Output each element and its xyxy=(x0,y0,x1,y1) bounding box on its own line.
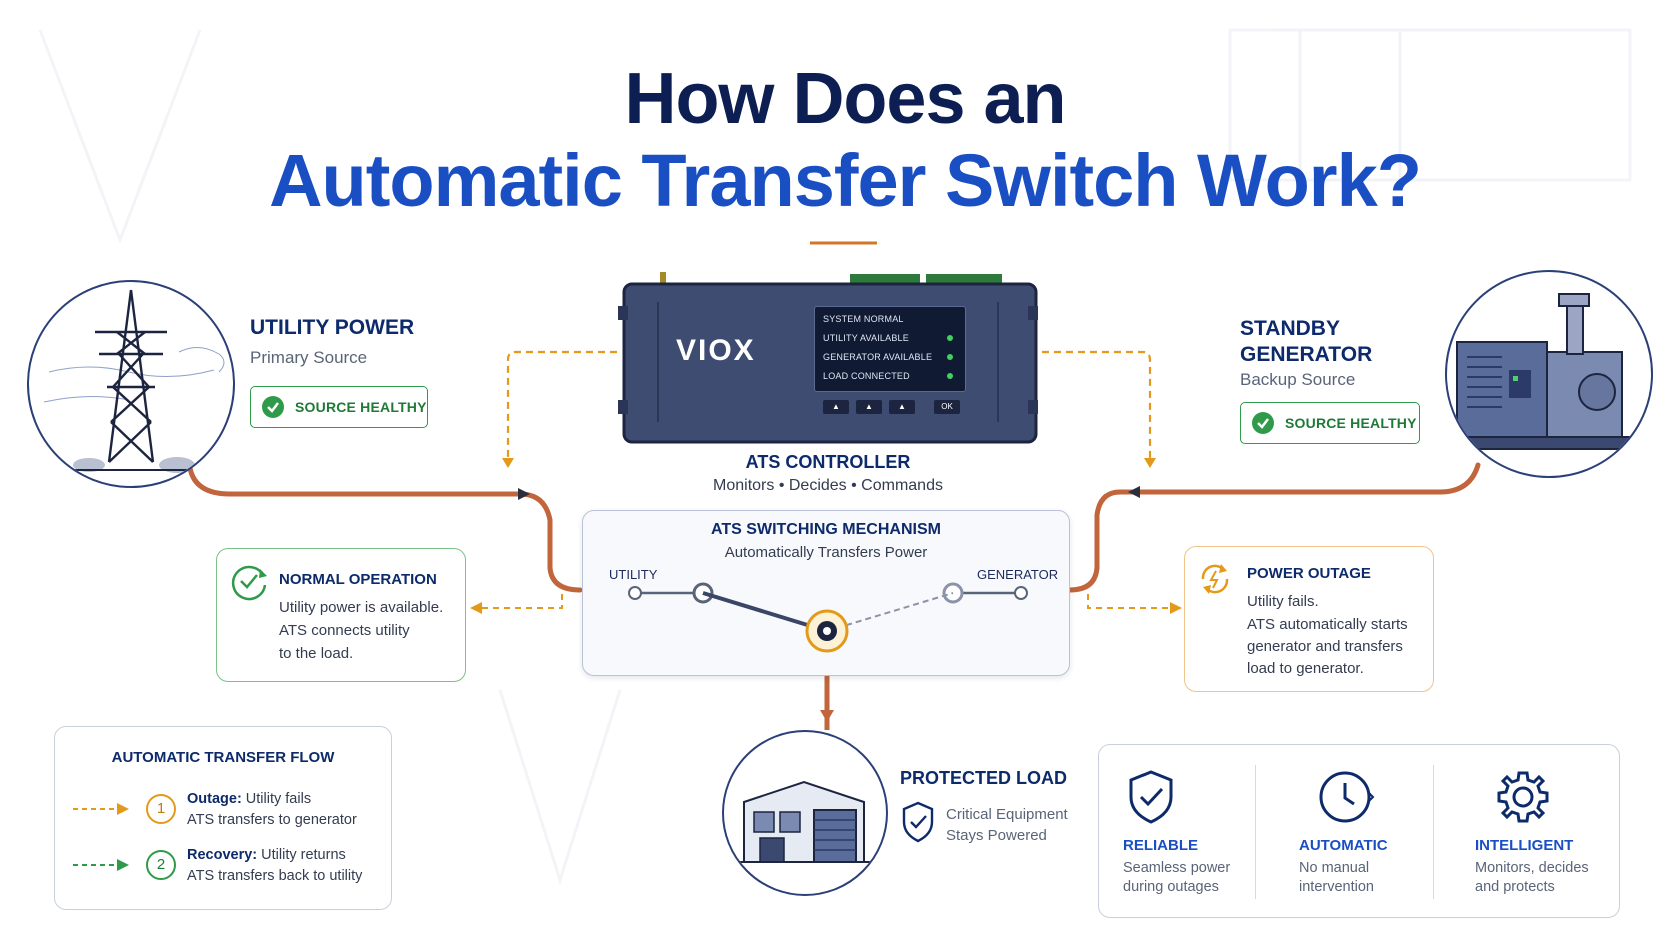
transmission-tower-icon xyxy=(43,289,225,473)
controller-button-3[interactable]: ▲ xyxy=(889,400,915,414)
gear-icon xyxy=(1497,771,1549,823)
feature-automatic-text: No manual intervention xyxy=(1299,859,1374,897)
power-outage-line-1: Utility fails. xyxy=(1247,593,1319,610)
switching-mechanism-card: ATS SWITCHING MECHANISM Automatically Tr… xyxy=(582,510,1070,676)
flow-step-2-number: 2 xyxy=(156,856,166,873)
controller-caption: Monitors • Decides • Commands xyxy=(713,477,943,494)
shield-check-icon xyxy=(1129,770,1173,824)
utility-tower-illustration xyxy=(27,280,235,488)
clock-icon xyxy=(1319,771,1375,823)
generator-cable xyxy=(1067,462,1481,593)
title-line-2: Automatic Transfer Switch Work? xyxy=(269,139,1422,222)
protected-load-heading: PROTECTED LOAD xyxy=(900,768,1068,788)
protected-load-text: Critical Equipment Stays Powered xyxy=(946,804,1068,846)
generator-heading-line-1: STANDBY xyxy=(1240,317,1340,340)
controller-screen: SYSTEM NORMAL UTILITY AVAILABLE GENERATO… xyxy=(814,306,966,392)
feature-reliable-text: Seamless power during outages xyxy=(1123,859,1230,897)
protected-load-illustration xyxy=(722,730,888,896)
flow-step-1-bold: Outage: xyxy=(187,791,242,807)
screen-line-2: UTILITY AVAILABLE xyxy=(823,333,909,343)
controller-button-1[interactable]: ▲ xyxy=(823,400,849,414)
feature-intelligent-text: Monitors, decides and protects xyxy=(1475,859,1589,897)
check-cycle-icon xyxy=(231,565,267,601)
features-divider xyxy=(1433,765,1434,899)
utility-cable xyxy=(187,465,583,593)
mechanism-subtitle: Automatically Transfers Power xyxy=(724,544,928,561)
feature-automatic-title: AUTOMATIC xyxy=(1299,837,1388,854)
protected-load-line-2: Stays Powered xyxy=(946,827,1047,844)
normal-operation-line-3: to the load. xyxy=(279,645,354,662)
feature-intelligent-line-1: Monitors, decides xyxy=(1475,860,1589,876)
flow-step-2-line-2: ATS transfers back to utility xyxy=(187,868,363,884)
generator-heading-line-2: GENERATOR xyxy=(1240,343,1373,366)
flow-step-1-line-2: ATS transfers to generator xyxy=(187,812,357,828)
ats-controller-device: VIOX SYSTEM NORMAL UTILITY AVAILABLE GEN… xyxy=(618,272,1038,444)
power-outage-line-3: generator and transfers xyxy=(1247,638,1403,655)
status-led-icon xyxy=(947,335,953,341)
screen-line-4: LOAD CONNECTED xyxy=(823,371,910,381)
protected-load-line-1: Critical Equipment xyxy=(946,806,1068,823)
utility-status-badge: SOURCE HEALTHY xyxy=(250,386,428,428)
ctrl-arrow-right xyxy=(1042,350,1152,460)
generator-subtitle: Backup Source xyxy=(1240,370,1356,389)
check-circle-icon xyxy=(262,396,284,418)
flow-step-2-bold: Recovery: xyxy=(187,847,258,863)
normal-operation-card: NORMAL OPERATION Utility power is availa… xyxy=(216,548,466,682)
features-divider xyxy=(1255,765,1256,899)
title-line-1: How Does an xyxy=(624,59,1066,139)
utility-badge-label: SOURCE HEALTHY xyxy=(295,399,427,415)
power-outage-line-2: ATS automatically starts xyxy=(1247,616,1408,633)
screen-line-1: SYSTEM NORMAL xyxy=(823,314,904,324)
flow-step-2: Recovery: Utility returns ATS transfers … xyxy=(187,845,362,887)
normal-operation-line-2: ATS connects utility xyxy=(279,622,410,639)
generator-icon xyxy=(1451,293,1638,450)
transfer-flow-card: AUTOMATIC TRANSFER FLOW 1 2 Outage: Util… xyxy=(54,726,392,910)
generator-heading: STANDBY GENERATOR xyxy=(1240,316,1372,368)
normal-operation-title: NORMAL OPERATION xyxy=(279,571,437,588)
generator-illustration xyxy=(1445,270,1653,478)
feature-automatic-line-1: No manual xyxy=(1299,860,1370,876)
building-icon xyxy=(734,780,876,863)
flow-step-2-rest: Utility returns xyxy=(257,847,346,863)
normal-operation-line-1: Utility power is available. xyxy=(279,599,444,616)
utility-heading: UTILITY POWER xyxy=(250,316,415,339)
ctrl-arrow-left xyxy=(506,350,617,460)
feature-intelligent-line-2: and protects xyxy=(1475,879,1555,895)
power-transfer-icon xyxy=(1201,564,1229,594)
status-led-icon xyxy=(947,373,953,379)
controller-button-2[interactable]: ▲ xyxy=(856,400,882,414)
flow-step-1-rest: Utility fails xyxy=(241,791,312,807)
feature-reliable-line-2: during outages xyxy=(1123,879,1219,895)
screen-line-3: GENERATOR AVAILABLE xyxy=(823,352,933,362)
power-outage-title: POWER OUTAGE xyxy=(1247,565,1371,582)
features-card: RELIABLE Seamless power during outages A… xyxy=(1098,744,1620,918)
status-led-icon xyxy=(947,354,953,360)
generator-badge-label: SOURCE HEALTHY xyxy=(1285,415,1417,431)
feature-intelligent-title: INTELLIGENT xyxy=(1475,837,1574,854)
mechanism-generator-label: GENERATOR xyxy=(977,567,1059,582)
flow-arrows xyxy=(73,794,176,880)
power-outage-card: POWER OUTAGE Utility fails. ATS automati… xyxy=(1184,546,1434,692)
check-circle-icon xyxy=(1252,412,1274,434)
generator-status-badge: SOURCE HEALTHY xyxy=(1240,402,1420,444)
transfer-flow-title: AUTOMATIC TRANSFER FLOW xyxy=(111,749,335,766)
feature-reliable-line-1: Seamless power xyxy=(1123,860,1231,876)
feature-reliable-title: RELIABLE xyxy=(1123,837,1198,854)
switch-contacts xyxy=(628,582,1028,653)
utility-subtitle: Primary Source xyxy=(250,348,368,367)
feature-automatic-line-2: intervention xyxy=(1299,879,1374,895)
controller-brand: VIOX xyxy=(676,334,756,367)
mechanism-title: ATS SWITCHING MECHANISM xyxy=(711,521,941,538)
flow-step-1-number: 1 xyxy=(156,800,166,817)
mechanism-utility-label: UTILITY xyxy=(609,567,658,582)
power-outage-line-4: load to generator. xyxy=(1247,660,1364,677)
controller-label: ATS CONTROLLER xyxy=(745,452,911,472)
controller-ok-button[interactable]: OK xyxy=(934,400,960,414)
flow-step-1: Outage: Utility fails ATS transfers to g… xyxy=(187,789,357,831)
shield-check-icon xyxy=(902,801,934,843)
